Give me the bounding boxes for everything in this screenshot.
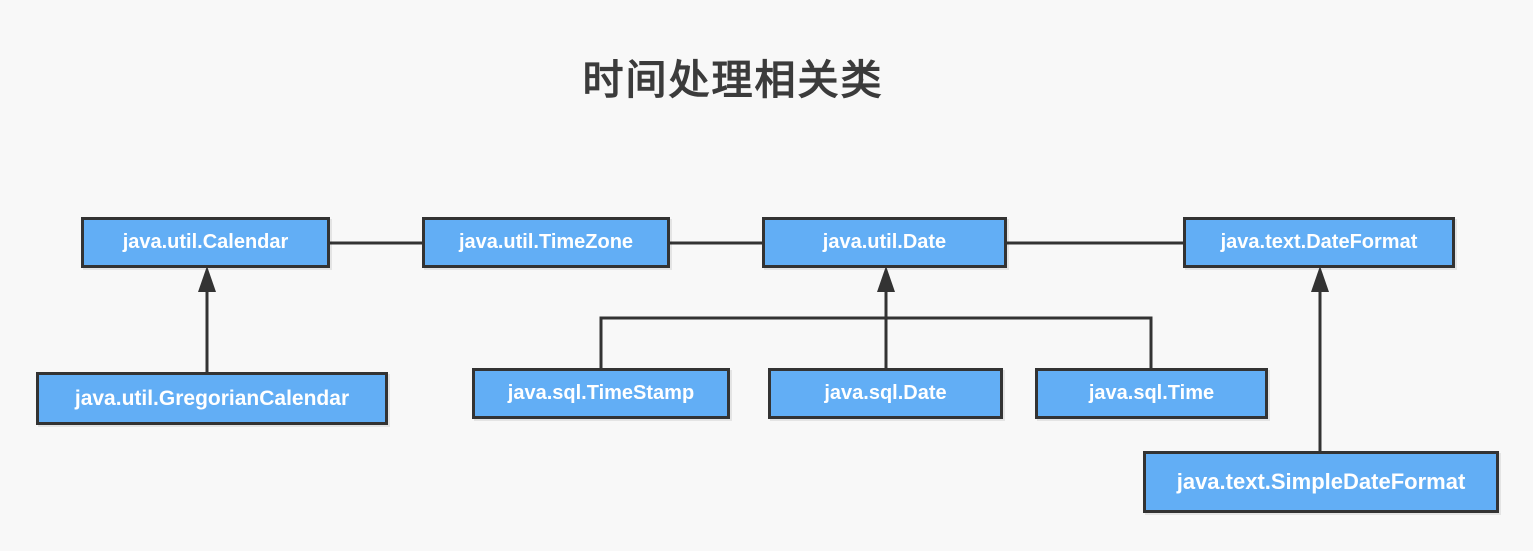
- node-label: java.util.TimeZone: [458, 231, 634, 253]
- node-java-util-timezone: java.util.TimeZone: [422, 217, 670, 268]
- node-java-sql-timestamp: java.sql.TimeStamp: [472, 368, 730, 419]
- node-java-sql-time: java.sql.Time: [1035, 368, 1268, 419]
- node-java-text-dateformat: java.text.DateFormat: [1183, 217, 1455, 268]
- node-java-util-date: java.util.Date: [762, 217, 1007, 268]
- node-java-text-simpledateformat: java.text.SimpleDateFormat: [1143, 451, 1499, 513]
- node-label: java.sql.Time: [1088, 382, 1215, 404]
- node-label: java.text.SimpleDateFormat: [1176, 469, 1466, 494]
- arrowhead-date: [877, 266, 895, 292]
- node-label: java.sql.Date: [824, 382, 947, 404]
- node-label: java.util.GregorianCalendar: [74, 386, 350, 410]
- node-label: java.sql.TimeStamp: [507, 382, 695, 404]
- node-java-util-calendar: java.util.Calendar: [81, 217, 330, 268]
- node-label: java.text.DateFormat: [1220, 231, 1418, 253]
- arrowhead-dateformat: [1311, 266, 1329, 292]
- edge-sql-tree: [599, 316, 1153, 368]
- diagram-title: 时间处理相关类: [582, 57, 884, 103]
- arrowhead-calendar: [198, 266, 216, 292]
- node-label: java.util.Calendar: [122, 231, 289, 253]
- node-java-sql-date: java.sql.Date: [768, 368, 1003, 419]
- node-java-util-gregoriancalendar: java.util.GregorianCalendar: [36, 372, 388, 425]
- node-label: java.util.Date: [822, 231, 947, 253]
